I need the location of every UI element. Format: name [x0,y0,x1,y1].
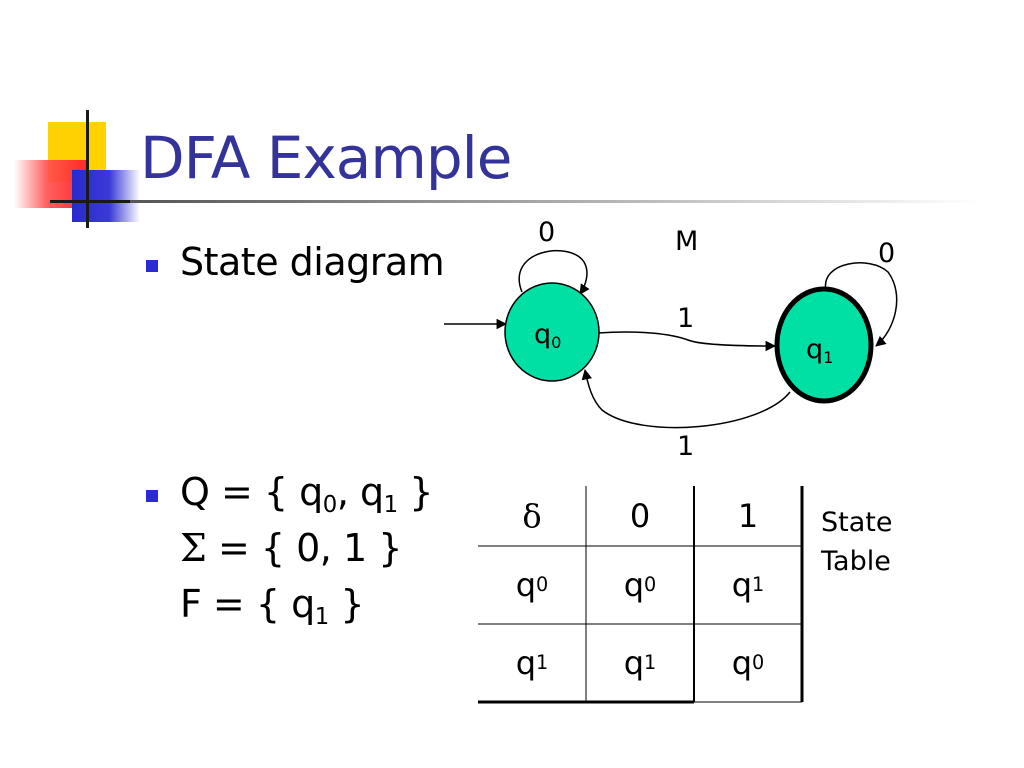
slide-title: DFA Example [140,124,512,192]
state-table-caption-line2: Table [821,546,891,577]
state-q0-circle [504,282,600,382]
state-table-grid [478,486,804,704]
sigma-symbol: Σ [180,526,207,570]
bullet-marker [146,260,158,272]
state-table-caption-line1: State [821,507,893,538]
self-loop-q1 [824,262,898,347]
state-q1-label: q1 [806,334,834,367]
title-deco-horizontal-line [50,200,130,203]
q1-self-loop-label: 0 [878,238,896,269]
state-q0-label: q0 [534,319,562,352]
bullet-state-diagram: State diagram [180,240,445,284]
self-loop-q0 [518,249,590,295]
q1-q0-transition-label: 1 [677,431,695,462]
set-f-line: F = { q1 } [180,582,365,630]
title-deco-blue-square [72,170,140,222]
table-header-delta: δ [522,497,542,535]
machine-label: M [675,226,699,257]
title-deco-vertical-line [86,110,89,228]
table-header-input-1: 1 [737,497,759,535]
table-header-input-0: 0 [629,497,651,535]
q0-self-loop-label: 0 [538,217,556,248]
bullet-marker [146,490,158,502]
q0-q1-transition-label: 1 [677,303,695,334]
transition-q1-q0 [581,368,791,429]
title-underline-rule [130,200,980,203]
set-q-line: Q = { q0, q1 } [180,470,433,518]
sigma-line: Σ = { 0, 1 } [180,526,402,570]
state-q1-circle [774,286,874,404]
transition-q0-q1 [597,331,777,352]
